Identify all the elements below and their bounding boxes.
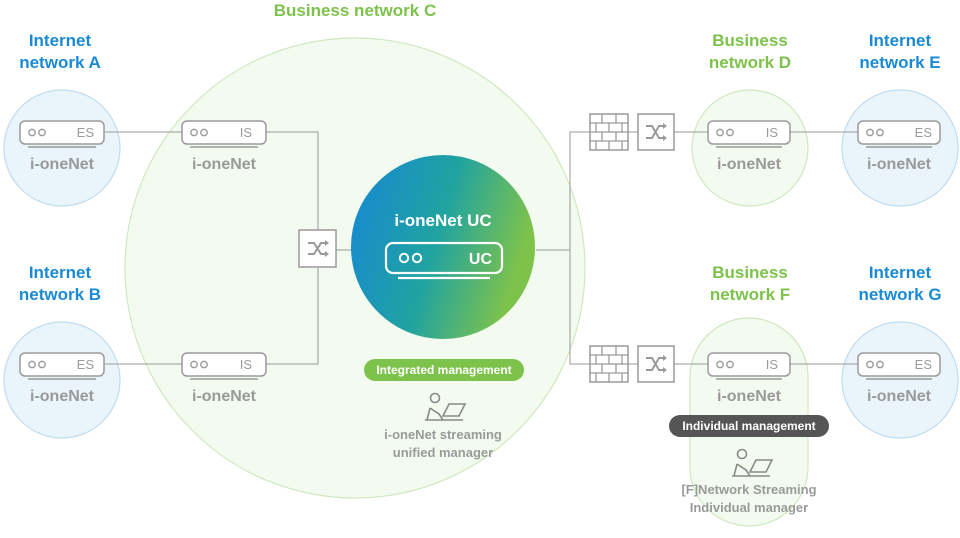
device-type-is-d: IS [766,125,779,140]
device-name-g: i-oneNet [867,388,931,405]
label-business-network-f: Business network F [690,262,810,306]
device-type-es-b: ES [77,357,95,372]
firewall-icon [589,345,629,383]
integrated-manager-caption-line1: i-oneNet streaming [384,427,502,442]
integrated-manager-caption: i-oneNet streaming unified manager [363,426,523,462]
label-internet-network-a-text: Internet network A [19,31,101,72]
router-icon: ES [19,120,105,148]
label-internet-network-e-text: Internet network E [859,31,941,72]
label-internet-network-b-text: Internet network B [18,263,102,304]
router-icon: IS [181,120,267,148]
label-internet-network-b: Internet network B [0,262,120,306]
uc-hub-circle [351,155,535,339]
switch-icon [637,113,675,151]
router-icon: IS [707,352,791,380]
person-laptop-icon [425,392,467,421]
router-icon: ES [19,352,105,380]
label-internet-network-g-text: Internet network G [858,263,942,304]
label-internet-network-e: Internet network E [840,30,960,74]
device-name-e: i-oneNet [867,156,931,173]
router-icon: IS [181,352,267,380]
internet-network-e-zone [841,89,959,207]
label-business-network-f-text: Business network F [709,263,791,304]
router-icon: UC [384,241,504,280]
device-type-es-g: ES [915,357,933,372]
internet-network-a-zone [3,89,121,207]
device-name-d: i-oneNet [717,156,781,173]
device-type-is-c1: IS [240,125,253,140]
business-network-d-zone [691,89,809,207]
device-name-c1: i-oneNet [192,156,256,173]
label-internet-network-g: Internet network G [840,262,960,306]
label-business-network-d: Business network D [690,30,810,74]
router-icon: ES [857,352,941,380]
device-type-es-a: ES [77,125,95,140]
switch-icon [298,229,337,268]
device-type-es-e: ES [915,125,933,140]
internet-network-b-zone [3,321,121,439]
device-name-f: i-oneNet [717,388,781,405]
internet-network-g-zone [841,321,959,439]
integrated-manager-caption-line2: unified manager [392,445,494,460]
router-icon: IS [707,120,791,148]
integrated-management-badge: Integrated management [364,359,524,381]
device-name-c2: i-oneNet [192,388,256,405]
label-business-network-d-text: Business network D [708,31,792,72]
individual-manager-caption-line2: Individual manager [689,500,809,515]
switch-icon [637,345,675,383]
uc-title: i-oneNet UC [394,211,491,230]
device-name-a: i-oneNet [30,156,94,173]
uc-device-type: UC [469,251,493,268]
firewall-icon [589,113,629,151]
person-laptop-icon [732,448,774,477]
device-type-is-c2: IS [240,357,253,372]
connection-lines [104,131,858,380]
device-type-is-f: IS [766,357,779,372]
label-internet-network-a: Internet network A [0,30,120,74]
device-name-b: i-oneNet [30,388,94,405]
label-business-network-c-text: Business network C [273,1,437,20]
individual-management-badge: Individual management [669,415,829,437]
individual-manager-caption-line1: [F]Network Streaming [681,482,817,497]
label-business-network-c: Business network C [240,0,470,22]
individual-manager-caption: [F]Network Streaming Individual manager [664,481,834,517]
router-icon: ES [857,120,941,148]
